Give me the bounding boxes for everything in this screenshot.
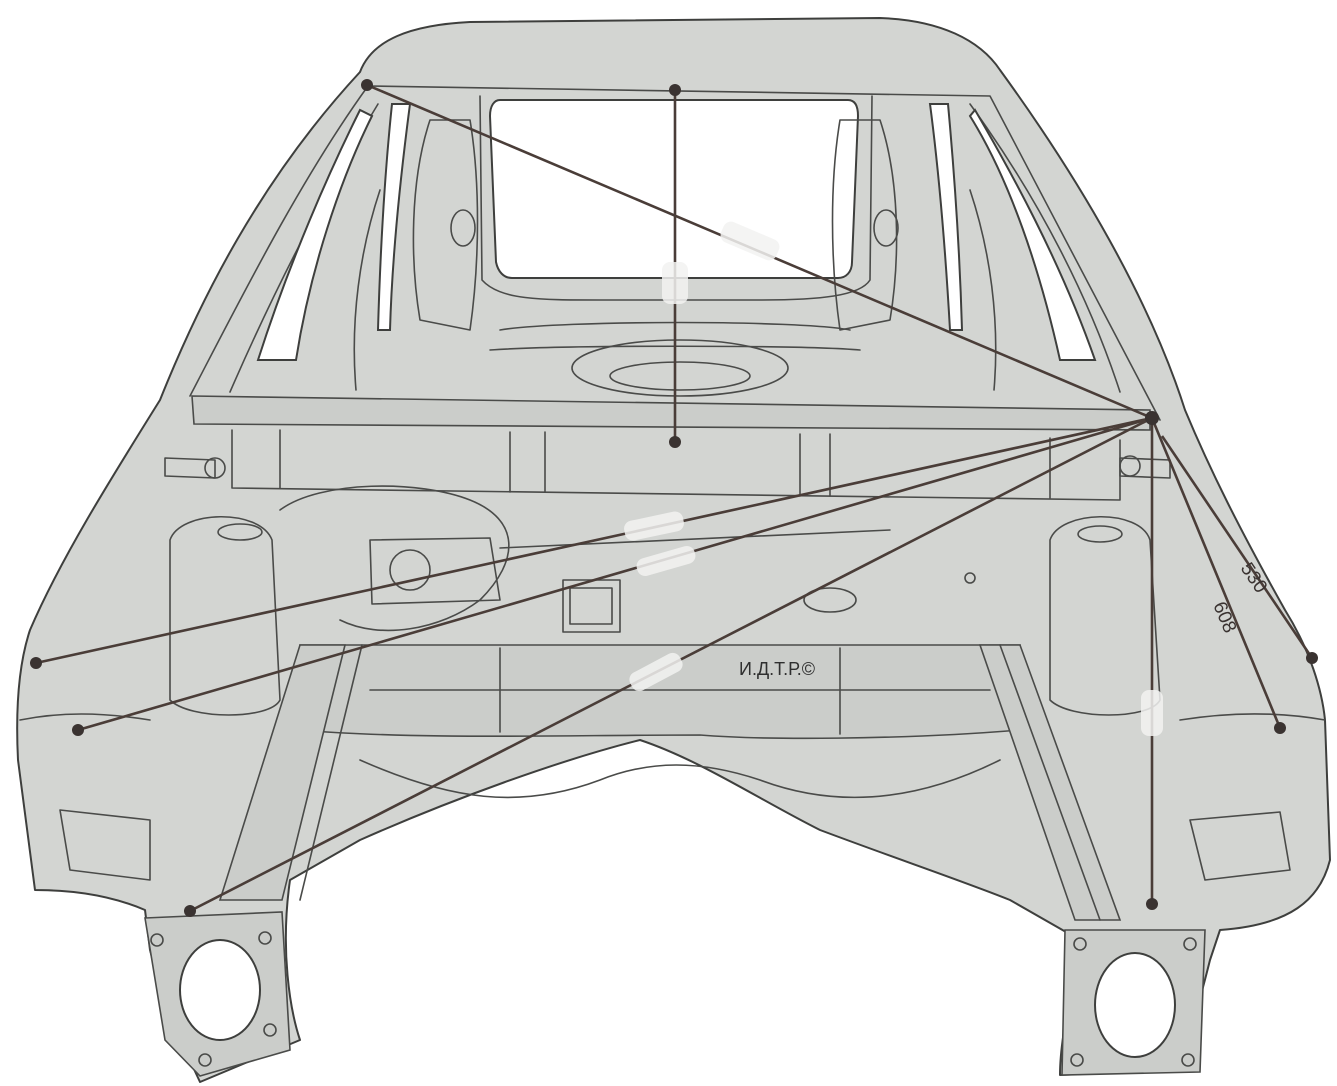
- floor-recess: [369, 537, 501, 605]
- right-side-sill: [1179, 713, 1326, 721]
- roof-frame: [367, 85, 1161, 421]
- left-seat-back: [412, 119, 479, 331]
- left-plate-bolt-4: [198, 1053, 212, 1067]
- point-right-rail: [1146, 898, 1158, 910]
- floor-pan-left: [279, 485, 510, 632]
- right-plate-bolt-1: [1073, 937, 1087, 951]
- right-plate-opening: [1094, 952, 1176, 1058]
- left-plate-opening: [179, 939, 261, 1041]
- blurred-label-left-lower: [636, 545, 696, 577]
- point-right-lower: [1274, 722, 1286, 734]
- right-latch-hole: [1119, 455, 1141, 477]
- left-side-sill: [19, 713, 151, 721]
- left-latch-hole: [204, 457, 226, 479]
- measure-line-to-left-side: [35, 416, 1153, 665]
- right-wheel-arch: [1049, 516, 1161, 716]
- left-seat-hole: [450, 209, 476, 247]
- left-quarter-window: [376, 103, 412, 331]
- right-panel-inner: [969, 189, 997, 391]
- blurred-label-left-side: [624, 511, 684, 541]
- right-plate-bolt-2: [1183, 937, 1197, 951]
- window-surround: [479, 95, 873, 301]
- point-roof-left: [361, 79, 373, 91]
- measure-line-608: [1150, 417, 1282, 729]
- right-arch-oval: [1077, 525, 1123, 543]
- blurred-label-roof-diagonal: [720, 221, 780, 261]
- left-frame-rail: [218, 644, 347, 901]
- point-left-side: [30, 657, 42, 669]
- underbody-contour: [359, 759, 1001, 799]
- right-plate-bolt-4: [1181, 1053, 1195, 1067]
- right-seat-back: [831, 119, 898, 331]
- spare-wheel-well-outer: [571, 339, 789, 397]
- blurred-label-vertical-center: [662, 262, 688, 304]
- measure-line-to-left-lower: [77, 416, 1153, 732]
- left-plate-bolt-2: [258, 931, 272, 945]
- point-left-rail: [184, 905, 196, 917]
- spare-wheel-well-inner: [609, 361, 751, 391]
- point-crossmember-center: [669, 436, 681, 448]
- left-pillar-outer: [189, 85, 369, 397]
- measure-line-530: [1160, 435, 1314, 659]
- point-left-lower: [72, 724, 84, 736]
- blurred-label-vertical-right: [1141, 690, 1163, 736]
- right-rail-edge: [999, 644, 1101, 921]
- floor-oval: [803, 587, 857, 613]
- left-plate-bolt-1: [150, 933, 164, 947]
- right-pillar-inner: [969, 103, 1121, 393]
- right-plate-bolt-3: [1070, 1053, 1084, 1067]
- floor-recess-hole: [389, 549, 431, 591]
- left-lower-cutout: [59, 809, 151, 881]
- point-right-pillar: [1145, 411, 1159, 425]
- left-wheel-arch: [169, 516, 281, 716]
- point-right-side: [1306, 652, 1318, 664]
- floor-box-inner: [569, 587, 613, 625]
- left-rail-edge: [299, 644, 363, 901]
- right-side-window: [968, 108, 1097, 361]
- floor-contour-2: [489, 345, 861, 351]
- rear-crossmember: [191, 395, 1151, 431]
- point-roof-center: [669, 84, 681, 96]
- left-panel-inner: [353, 189, 381, 391]
- blurred-label-left-rail: [629, 652, 683, 692]
- floor-contour: [499, 321, 851, 331]
- left-side-window: [256, 108, 374, 361]
- right-lower-cutout: [1189, 811, 1291, 881]
- left-arch-oval: [217, 523, 263, 541]
- right-quarter-window: [928, 103, 964, 331]
- floor-rib: [499, 529, 891, 549]
- right-seat-hole: [873, 209, 899, 247]
- floor-box: [562, 579, 621, 633]
- left-plate-bolt-3: [263, 1023, 277, 1037]
- watermark-text: И.Д.Т.Р.©: [739, 659, 815, 679]
- floor-small-hole: [964, 572, 976, 584]
